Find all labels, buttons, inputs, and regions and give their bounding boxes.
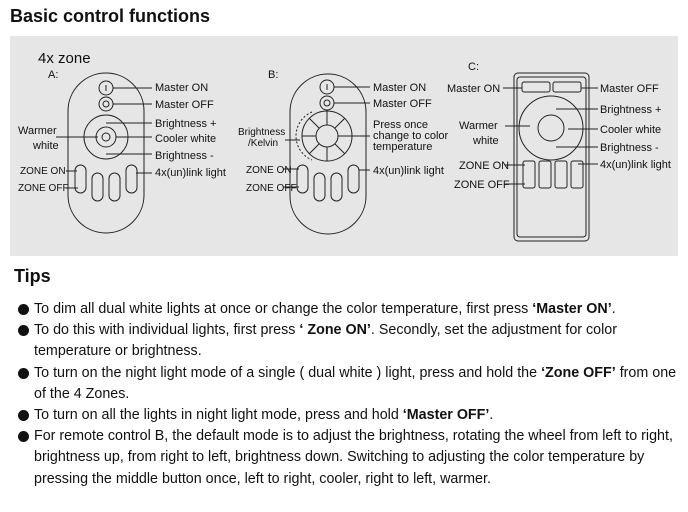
svg-text:Brightness: Brightness (238, 127, 285, 138)
svg-text:Brightness -: Brightness - (155, 150, 214, 162)
svg-text:ZONE OFF: ZONE OFF (454, 179, 510, 191)
svg-text:ZONE OFF: ZONE OFF (18, 183, 69, 194)
tip-item: To do this with individual lights, first… (18, 320, 686, 362)
svg-text:A:: A: (48, 69, 58, 81)
zone-buttons-b (296, 164, 360, 202)
svg-text:Master OFF: Master OFF (155, 99, 214, 111)
svg-text:B:: B: (268, 69, 278, 81)
svg-text:Warmer: Warmer (459, 120, 498, 132)
remote-a: A: Master ON Master OFF Brightness + Coo… (18, 69, 226, 234)
svg-text:Warmer: Warmer (18, 125, 57, 137)
remote-c: C: Master ON Master OFF Brightness + Coo… (447, 61, 671, 242)
svg-text:temperature: temperature (373, 141, 432, 153)
svg-text:ZONE OFF: ZONE OFF (246, 183, 297, 194)
svg-text:Brightness +: Brightness + (600, 104, 661, 116)
bullet-icon (18, 304, 29, 315)
remote-diagram: 4x zone A: Master ON Master OFF Brightne… (10, 36, 678, 256)
svg-text:/Kelvin: /Kelvin (248, 138, 278, 149)
bullet-icon (18, 431, 29, 443)
svg-text:change to color: change to color (373, 130, 449, 142)
svg-text:Master ON: Master ON (155, 82, 208, 94)
svg-text:Cooler white: Cooler white (600, 124, 661, 136)
tip-item: To dim all dual white lights at once or … (18, 299, 686, 320)
svg-text:Press once: Press once (373, 119, 428, 131)
svg-text:Master OFF: Master OFF (373, 98, 432, 110)
tips-heading: Tips (14, 266, 51, 286)
diagram-title: 4x zone (38, 50, 91, 67)
tips-list: To dim all dual white lights at once or … (18, 299, 686, 490)
bullet-icon (18, 367, 29, 379)
svg-text:Brightness -: Brightness - (600, 142, 659, 154)
svg-text:Master ON: Master ON (447, 83, 500, 95)
bullet-icon (18, 410, 29, 422)
svg-text:4x(un)link light: 4x(un)link light (600, 159, 671, 171)
page-heading: Basic control functions (10, 6, 211, 26)
tip-item: To turn on the night light mode of a sin… (18, 363, 686, 405)
svg-text:ZONE ON: ZONE ON (246, 165, 292, 176)
svg-text:4x(un)link light: 4x(un)link light (155, 167, 226, 179)
remote-b: B: Master ON Master OFF Press once chang… (238, 69, 449, 235)
zone-buttons-c (522, 160, 584, 189)
svg-text:4x(un)link light: 4x(un)link light (373, 165, 444, 177)
svg-text:white: white (32, 140, 59, 152)
svg-text:white: white (472, 135, 499, 147)
zone-buttons-a (74, 164, 138, 202)
tip-item: For remote control B, the default mode i… (18, 426, 686, 490)
svg-text:C:: C: (468, 61, 479, 73)
svg-text:Master OFF: Master OFF (600, 83, 659, 95)
svg-text:Brightness +: Brightness + (155, 118, 216, 130)
bullet-icon (18, 325, 29, 337)
svg-text:ZONE ON: ZONE ON (459, 160, 509, 172)
svg-text:ZONE ON: ZONE ON (20, 166, 66, 177)
svg-text:Master ON: Master ON (373, 82, 426, 94)
tip-item: To turn on all the lights in night light… (18, 405, 686, 426)
svg-text:Cooler white: Cooler white (155, 133, 216, 145)
